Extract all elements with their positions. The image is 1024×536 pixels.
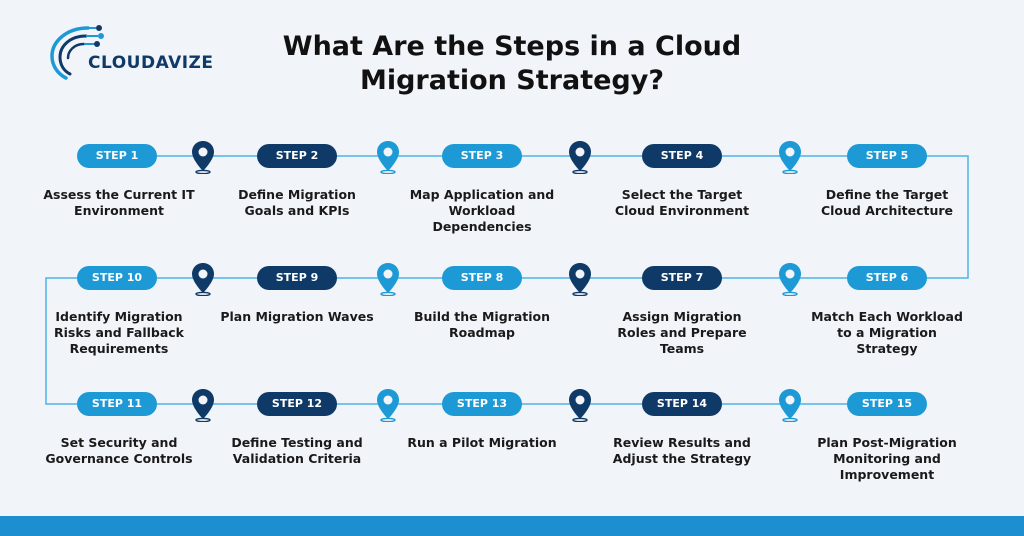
step-3-badge: STEP 3 (442, 144, 522, 168)
step-7-badge: STEP 7 (642, 266, 722, 290)
step-14-description: Review Results and Adjust the Strategy (612, 435, 752, 466)
footer-bar (0, 516, 1024, 536)
step-9-description: Plan Migration Waves (220, 309, 374, 324)
location-pin-icon (567, 140, 593, 175)
step-2-badge: STEP 2 (257, 144, 337, 168)
step-11-badge: STEP 11 (77, 392, 157, 416)
step-2-description: Define Migration Goals and KPIs (238, 187, 356, 218)
location-pin-icon (777, 388, 803, 423)
step-12-badge: STEP 12 (257, 392, 337, 416)
location-pin-icon (190, 262, 216, 297)
cloud-arc-icon (50, 25, 104, 80)
location-pin-icon (190, 388, 216, 423)
title-line-1: What Are the Steps in a Cloud (282, 31, 742, 62)
step-15-badge: STEP 15 (847, 392, 927, 416)
location-pin-icon (567, 262, 593, 297)
step-10-description: Identify Migration Risks and Fallback Re… (53, 309, 184, 356)
step-6-badge: STEP 6 (847, 266, 927, 290)
step-8-badge: STEP 8 (442, 266, 522, 290)
step-14-badge: STEP 14 (642, 392, 722, 416)
cloudavize-logo: CLOUDAVIZE (48, 22, 213, 82)
step-5-badge: STEP 5 (847, 144, 927, 168)
step-3-description: Map Application and Workload Dependencie… (409, 187, 555, 234)
step-6-description: Match Each Workload to a Migration Strat… (811, 309, 963, 356)
location-pin-icon (375, 388, 401, 423)
step-4-description: Select the Target Cloud Environment (614, 187, 750, 218)
step-1-badge: STEP 1 (77, 144, 157, 168)
step-5-description: Define the Target Cloud Architecture (820, 187, 954, 218)
location-pin-icon (375, 140, 401, 175)
logo-text: CLOUDAVIZE (88, 53, 214, 73)
step-12-description: Define Testing and Validation Criteria (231, 435, 363, 466)
step-10-badge: STEP 10 (77, 266, 157, 290)
location-pin-icon (567, 388, 593, 423)
location-pin-icon (190, 140, 216, 175)
location-pin-icon (375, 262, 401, 297)
step-11-description: Set Security and Governance Controls (45, 435, 193, 466)
step-9-badge: STEP 9 (257, 266, 337, 290)
title-line-2: Migration Strategy? (359, 65, 664, 96)
step-13-description: Run a Pilot Migration (407, 435, 557, 450)
step-4-badge: STEP 4 (642, 144, 722, 168)
page-title: What Are the Steps in a Cloud Migration … (262, 30, 762, 98)
step-15-description: Plan Post-Migration Monitoring and Impro… (817, 435, 957, 482)
step-7-description: Assign Migration Roles and Prepare Teams (617, 309, 747, 356)
step-13-badge: STEP 13 (442, 392, 522, 416)
location-pin-icon (777, 262, 803, 297)
step-8-description: Build the Migration Roadmap (413, 309, 551, 340)
step-1-description: Assess the Current IT Environment (43, 187, 195, 218)
location-pin-icon (777, 140, 803, 175)
